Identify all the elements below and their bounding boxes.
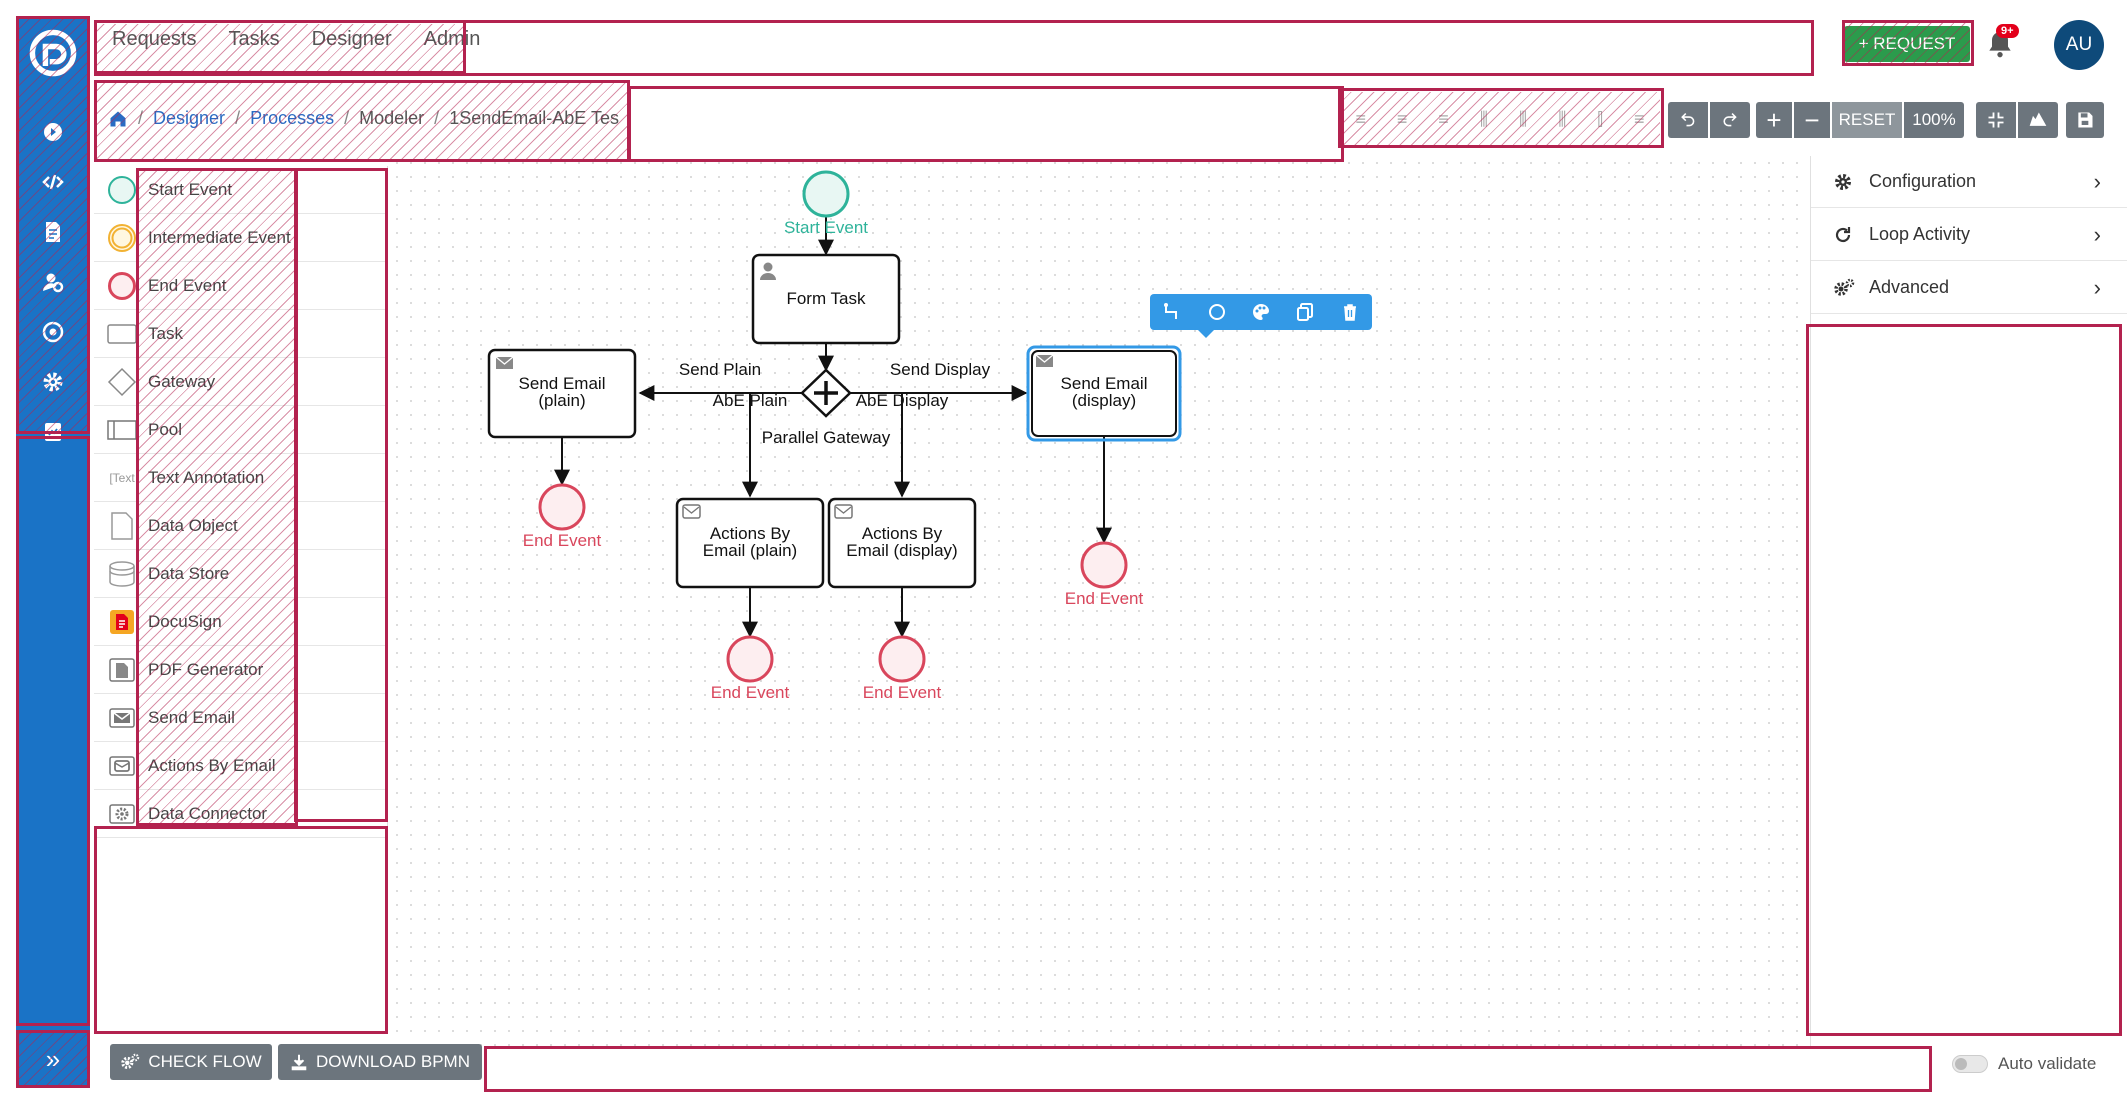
end-event-send-display[interactable]: End Event	[1065, 541, 1144, 608]
task-label-line2: (plain)	[538, 391, 585, 410]
minimap-button[interactable]	[2018, 102, 2058, 138]
check-flow-button[interactable]: CHECK FLOW	[110, 1044, 272, 1080]
end-event-label: End Event	[1065, 589, 1144, 608]
task-label-line2: (display)	[1072, 391, 1136, 410]
form-task[interactable]: Form Task	[751, 253, 901, 345]
accordion-loop-activity[interactable]: Loop Activity ›	[1811, 209, 2127, 261]
parallel-gateway[interactable]: Parallel Gateway	[762, 368, 891, 447]
actions-by-email-icon	[682, 504, 701, 519]
send-email-display-task[interactable]: Send Email (display)	[1026, 345, 1182, 442]
docusign-icon	[110, 609, 134, 634]
undo-button[interactable]	[1668, 102, 1708, 138]
end-event-icon	[108, 271, 136, 300]
element-crown-toolbar	[1150, 294, 1372, 338]
fit-screen-button[interactable]	[1976, 102, 2016, 138]
end-event-send-plain[interactable]: End Event	[523, 483, 602, 550]
delete-trash-icon[interactable]	[1340, 302, 1360, 322]
accordion-configuration[interactable]: Configuration ›	[1811, 156, 2127, 208]
save-floppy-icon	[2078, 112, 2093, 128]
envelope-icon	[1035, 354, 1054, 367]
end-event-abe-plain[interactable]: End Event	[711, 635, 790, 702]
start-event-label: Start Event	[784, 218, 868, 237]
flow-label-send-plain: Send Plain	[679, 360, 761, 379]
map-icon	[2029, 112, 2047, 126]
task-label-line1: Send Email	[519, 374, 606, 393]
zoom-out-button[interactable]: −	[1794, 102, 1830, 138]
actions-by-email-plain-task[interactable]: Actions By Email (plain)	[675, 497, 825, 589]
user-avatar[interactable]: AU	[2054, 20, 2104, 70]
plus-icon: +	[1766, 104, 1782, 135]
notification-count-badge: 9+	[1996, 24, 2019, 38]
end-event-label: End Event	[523, 531, 602, 550]
duplicate-copy-icon[interactable]	[1295, 302, 1315, 322]
gateway-icon	[107, 367, 137, 396]
flow-label-abe-display: AbE Display	[856, 391, 949, 410]
gear-icon	[1835, 173, 1851, 190]
data-connector-icon	[109, 803, 135, 824]
check-flow-label: CHECK FLOW	[148, 1052, 262, 1071]
end-event-label: End Event	[711, 683, 790, 702]
form-task-label: Form Task	[786, 289, 866, 308]
envelope-icon	[495, 356, 514, 369]
accordion-label: Configuration	[1869, 171, 1977, 191]
flow-abe-plain[interactable]	[742, 392, 758, 498]
sequence-flows	[554, 217, 1112, 638]
chevron-right-icon: ›	[2093, 221, 2101, 247]
flow-abe-display[interactable]	[894, 392, 910, 498]
download-bpmn-button[interactable]: DOWNLOAD BPMN	[278, 1044, 482, 1080]
redo-loop-icon	[1835, 226, 1851, 242]
compress-icon	[1988, 112, 2004, 128]
task-label-line2: Email (plain)	[703, 541, 797, 560]
accordion-advanced[interactable]: Advanced ›	[1811, 262, 2127, 314]
actions-by-email-icon	[109, 755, 135, 776]
send-email-icon	[109, 707, 135, 728]
end-event-abe-display[interactable]: End Event	[863, 635, 942, 702]
redo-button[interactable]	[1710, 102, 1750, 138]
actions-by-email-icon	[834, 504, 853, 519]
zoom-in-button[interactable]: +	[1756, 102, 1792, 138]
intermediate-event-icon	[108, 223, 136, 252]
task-label-line1: Send Email	[1061, 374, 1148, 393]
inspector-panel: Configuration › Loop Activity › Advanced…	[1810, 156, 2127, 1046]
task-label-line1: Actions By	[862, 524, 943, 543]
auto-validate-label: Auto validate	[1998, 1054, 2097, 1073]
chevron-right-icon: ›	[2093, 168, 2101, 194]
sequence-flow-connector-icon[interactable]	[1162, 302, 1182, 322]
zoom-level: 100%	[1904, 102, 1964, 138]
undo-icon	[1681, 112, 1695, 127]
data-store-icon	[109, 560, 135, 587]
reset-zoom-button[interactable]: RESET	[1832, 102, 1902, 138]
gears-icon	[121, 1053, 140, 1069]
send-email-plain-task[interactable]: Send Email (plain)	[487, 348, 637, 439]
end-event-label: End Event	[863, 683, 942, 702]
color-palette-icon[interactable]	[1251, 302, 1271, 322]
add-association-circle-icon[interactable]	[1207, 302, 1227, 322]
modeler-canvas[interactable]	[390, 156, 1810, 1046]
gears-icon	[1834, 278, 1855, 296]
task-label-line2: Email (display)	[846, 541, 957, 560]
text-annotation-icon: [Text	[109, 470, 135, 485]
download-icon	[291, 1054, 307, 1071]
data-object-icon	[111, 511, 133, 540]
auto-validate-toggle[interactable]: Auto validate	[1952, 1054, 2096, 1074]
start-event-icon	[108, 175, 136, 204]
task-label-line1: Actions By	[710, 524, 791, 543]
accordion-label: Loop Activity	[1869, 224, 1971, 244]
pool-icon	[107, 419, 137, 440]
flow-label-abe-plain: AbE Plain	[713, 391, 788, 410]
actions-by-email-display-task[interactable]: Actions By Email (display)	[827, 497, 977, 589]
flow-label-send-display: Send Display	[890, 360, 991, 379]
start-event[interactable]: Start Event	[784, 170, 868, 237]
user-icon	[760, 262, 776, 280]
pdf-generator-icon	[109, 657, 135, 682]
accordion-label: Advanced	[1869, 277, 1950, 297]
download-bpmn-label: DOWNLOAD BPMN	[316, 1052, 470, 1071]
save-button[interactable]	[2066, 102, 2104, 138]
chevron-right-icon: ›	[2093, 274, 2101, 300]
toggle-switch[interactable]	[1952, 1055, 1988, 1073]
redo-icon	[1723, 112, 1737, 127]
minus-icon: −	[1804, 104, 1820, 135]
gateway-label: Parallel Gateway	[762, 428, 891, 447]
